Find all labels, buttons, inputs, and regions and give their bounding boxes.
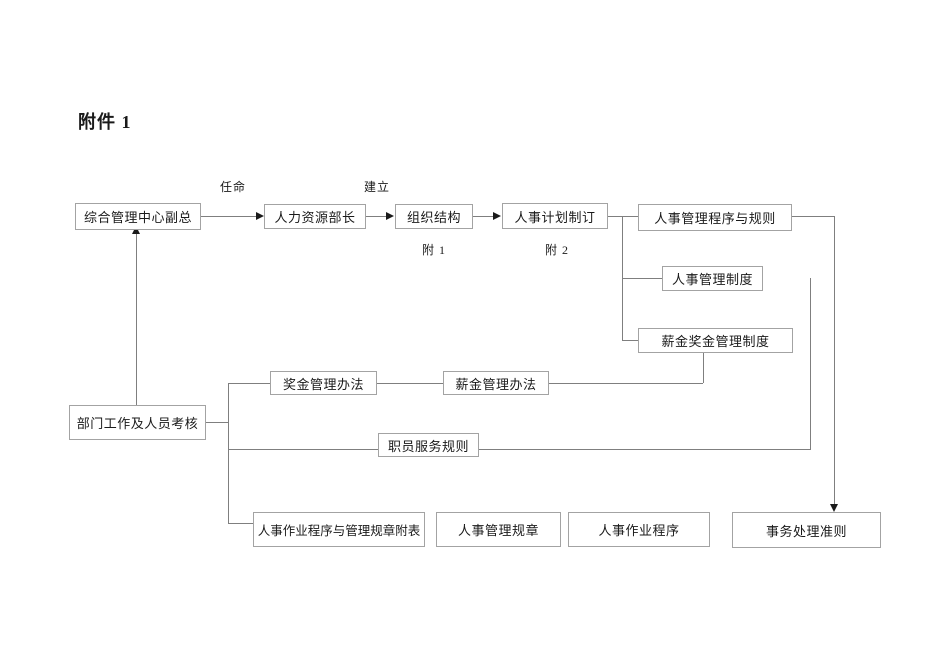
node-hr-planning: 人事计划制订 [502,203,608,229]
arrowhead-into-affairsguidelines [830,504,838,512]
annotation-attach1: 附 1 [421,243,446,257]
node-department-work-and-staff-assessment: 部门工作及人员考核 [69,405,206,440]
node-org-structure: 组织结构 [395,204,473,229]
connector-branch-to-hrsystem [622,278,662,279]
connector-salarymethod-to-salarybonus [549,383,703,384]
connector-hrplanning-to-branch [608,216,638,217]
node-hr-management-system: 人事管理制度 [662,266,763,291]
connector-deptassessment-to-leftrail [206,422,228,423]
node-bonus-management-method: 奖金管理办法 [270,371,377,395]
connector-procedures-to-rightrail [792,216,834,217]
node-salary-management-method: 薪金管理办法 [443,371,549,395]
node-hr-ops-procedures-and-regulations-appendix: 人事作业程序与管理规章附表 [253,512,425,547]
annotation-attach2: 附 2 [544,243,569,257]
node-general-management-center-vp: 综合管理中心副总 [75,203,201,230]
rail-hrsystem-to-servicerules [810,278,811,450]
branch-rail-hrplanning [622,216,623,340]
arrowhead-into-orgstructure [386,212,394,220]
connector-hrdirector-to-orgstructure [366,216,386,217]
connector-leftrail-to-bonus [228,383,270,384]
node-affairs-handling-guidelines: 事务处理准则 [732,512,881,548]
connector-orgstructure-to-hrplanning [473,216,493,217]
rail-deptassessment-to-vp [136,234,137,405]
rail-salarybonus-to-salarymethod [703,353,704,383]
edge-label-appoint: 任命 [219,180,246,194]
arrowhead-into-hrdirector [256,212,264,220]
node-hr-director: 人力资源部长 [264,204,366,229]
connector-bonus-to-salarymethod [377,383,443,384]
connector-vp-to-hrdirector [201,216,256,217]
connector-servicerules-to-hrsystem [479,449,810,450]
node-staff-service-rules: 职员服务规则 [378,433,479,457]
connector-leftrail-to-opsappendix [228,523,253,524]
edge-label-establish: 建立 [363,180,390,194]
page-title: 附件 1 [78,112,132,132]
arrowhead-into-hrplanning [493,212,501,220]
connector-leftrail-to-servicerules [228,449,378,450]
rail-procedures-to-affairs [834,216,835,504]
connector-branch-to-salarybonus [622,340,638,341]
node-hr-procedures-and-rules: 人事管理程序与规则 [638,204,792,231]
left-branch-rail [228,383,229,523]
node-salary-bonus-management-system: 薪金奖金管理制度 [638,328,793,353]
arrowhead-into-vp [132,226,140,234]
node-hr-ops-procedures: 人事作业程序 [568,512,710,547]
node-hr-regulations: 人事管理规章 [436,512,561,547]
